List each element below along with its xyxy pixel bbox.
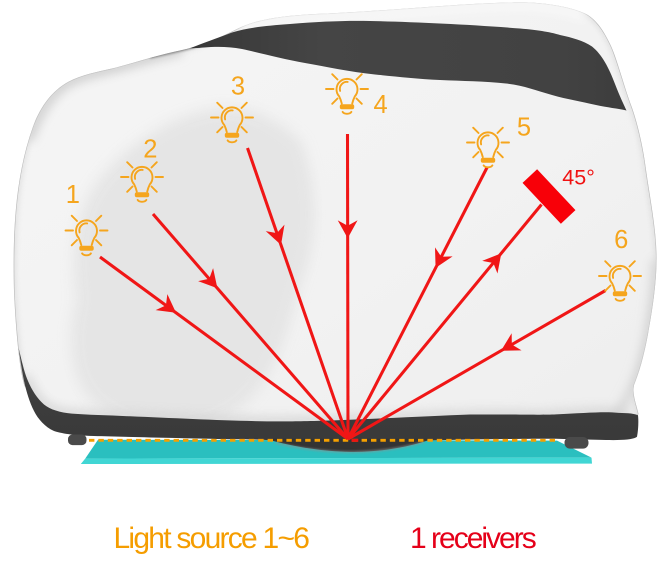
svg-text:Light source 1~6: Light source 1~6 — [114, 522, 310, 555]
svg-text:2: 2 — [143, 136, 157, 164]
svg-text:1: 1 — [66, 181, 80, 209]
svg-text:6: 6 — [614, 226, 628, 254]
svg-text:3: 3 — [231, 72, 245, 100]
svg-text:1 receivers: 1 receivers — [410, 522, 536, 555]
svg-text:45°: 45° — [562, 165, 595, 189]
svg-text:4: 4 — [374, 91, 388, 119]
svg-text:5: 5 — [517, 114, 531, 142]
